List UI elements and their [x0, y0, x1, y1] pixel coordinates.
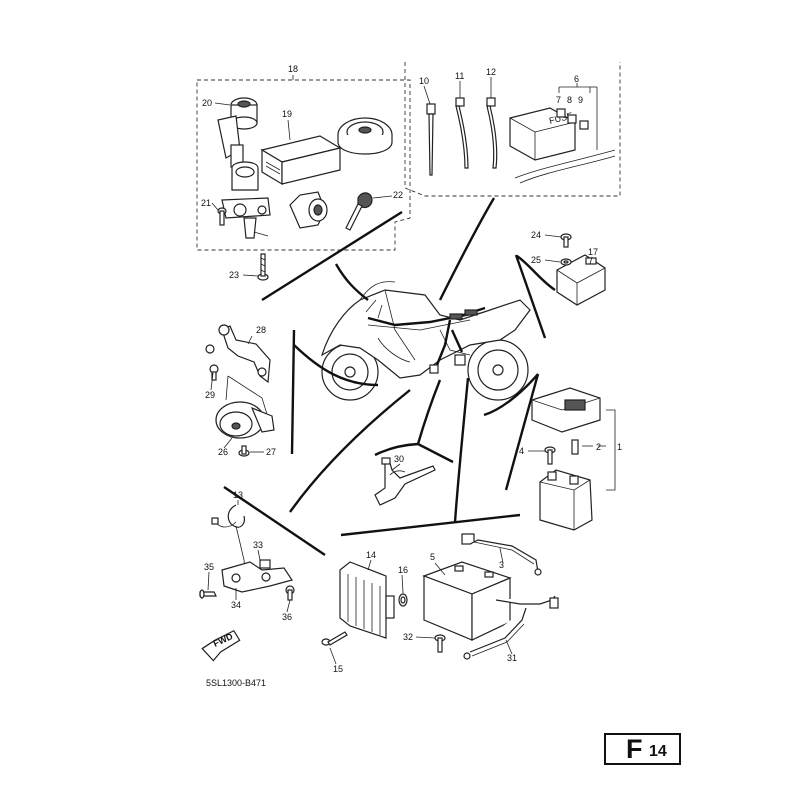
fuse-7 [556, 108, 566, 118]
callout-2: 2 [596, 442, 601, 452]
battery-group [422, 533, 559, 660]
battery-cable-31 [463, 595, 559, 660]
seat-lock [289, 191, 328, 229]
lead-13 [211, 504, 247, 583]
relay-cover-1 [531, 387, 601, 433]
cable-band-12 [486, 97, 498, 169]
motorcycle-outline [320, 281, 531, 401]
callout-35: 35 [204, 562, 214, 572]
diagram-code: 5SL1300-B471 [206, 678, 266, 688]
bolt-32 [434, 634, 446, 653]
callout-5: 5 [430, 552, 435, 562]
horn-26 [215, 401, 275, 439]
bolt-23 [257, 253, 269, 281]
bolt-21 [217, 207, 227, 226]
callout-12: 12 [486, 67, 496, 77]
callout-6: 6 [574, 74, 579, 84]
bolt-36 [285, 585, 295, 601]
callout-29: 29 [205, 390, 215, 400]
washer-25 [560, 258, 572, 266]
bracket-33 [221, 559, 293, 593]
callout-4: 4 [519, 446, 524, 456]
callout-leaders [207, 77, 606, 665]
callout-33: 33 [253, 540, 263, 550]
bolt-24 [560, 233, 572, 248]
fuel-tank-cap [337, 117, 393, 155]
rectifier-14 [339, 561, 395, 639]
callout-36: 36 [282, 612, 292, 622]
screw-29 [209, 364, 219, 381]
rectifier-group [321, 561, 408, 646]
callout-8: 8 [567, 95, 572, 105]
fuse-9 [579, 120, 589, 130]
callout-1: 1 [617, 442, 622, 452]
bolt-4 [544, 446, 556, 465]
callout-30: 30 [394, 454, 404, 464]
callout-19: 19 [282, 109, 292, 119]
fuse-8 [567, 114, 577, 124]
callout-9: 9 [578, 95, 583, 105]
page-code-letter: F [626, 734, 643, 764]
fuse-2 [571, 439, 579, 455]
fuse-box: FUSE [509, 107, 616, 184]
cable-band-10 [426, 103, 436, 176]
callout-11: 11 [455, 71, 464, 81]
callout-14: 14 [366, 550, 376, 560]
main-switch-cap [230, 97, 258, 130]
battery-5 [422, 561, 512, 641]
callout-3: 3 [499, 560, 504, 570]
callout-34: 34 [231, 600, 241, 610]
callout-27: 27 [266, 447, 276, 457]
bolt-27 [238, 445, 250, 457]
callout-17: 17 [588, 247, 598, 257]
callout-31: 31 [507, 653, 517, 663]
callout-10: 10 [419, 76, 429, 86]
lock-set-group [196, 75, 411, 281]
fwd-arrow: FWD [201, 629, 241, 662]
callout-20: 20 [202, 98, 212, 108]
callout-22: 22 [393, 190, 403, 200]
callout-21: 21 [201, 198, 211, 208]
relay-group [556, 233, 606, 306]
callout-labels: 1 2 3 4 5 6 7 8 9 10 11 12 13 14 15 16 1… [201, 64, 622, 674]
relay-17 [556, 254, 606, 306]
main-switch-body [217, 115, 271, 239]
callout-25: 25 [531, 255, 541, 265]
key [345, 192, 373, 231]
screw-35 [199, 589, 217, 599]
page-code-box [604, 733, 681, 765]
page-code-number: 14 [649, 743, 667, 760]
connector-lines [223, 197, 556, 556]
callout-15: 15 [333, 664, 343, 674]
callout-18: 18 [288, 64, 298, 74]
sensor-30 [374, 457, 436, 506]
bracket-28 [205, 324, 271, 384]
battery-cable-3 [461, 533, 542, 576]
callout-26: 26 [218, 447, 228, 457]
nut-16 [398, 593, 408, 607]
callout-16: 16 [398, 565, 408, 575]
cable-group [199, 504, 295, 601]
callout-7: 7 [556, 95, 561, 105]
cable-band-11 [455, 97, 469, 169]
callout-24: 24 [531, 230, 541, 240]
starter-relay-group [531, 387, 616, 531]
band-and-fuse-group: FUSE [404, 62, 621, 197]
starter-relay-body [539, 469, 593, 531]
callout-28: 28 [256, 325, 266, 335]
callout-32: 32 [403, 632, 413, 642]
callout-23: 23 [229, 270, 239, 280]
ecu-unit [260, 135, 342, 186]
horn-group [205, 324, 275, 457]
bolt-15 [321, 631, 348, 646]
sensor-group [374, 457, 436, 506]
callout-13: 13 [233, 490, 243, 500]
